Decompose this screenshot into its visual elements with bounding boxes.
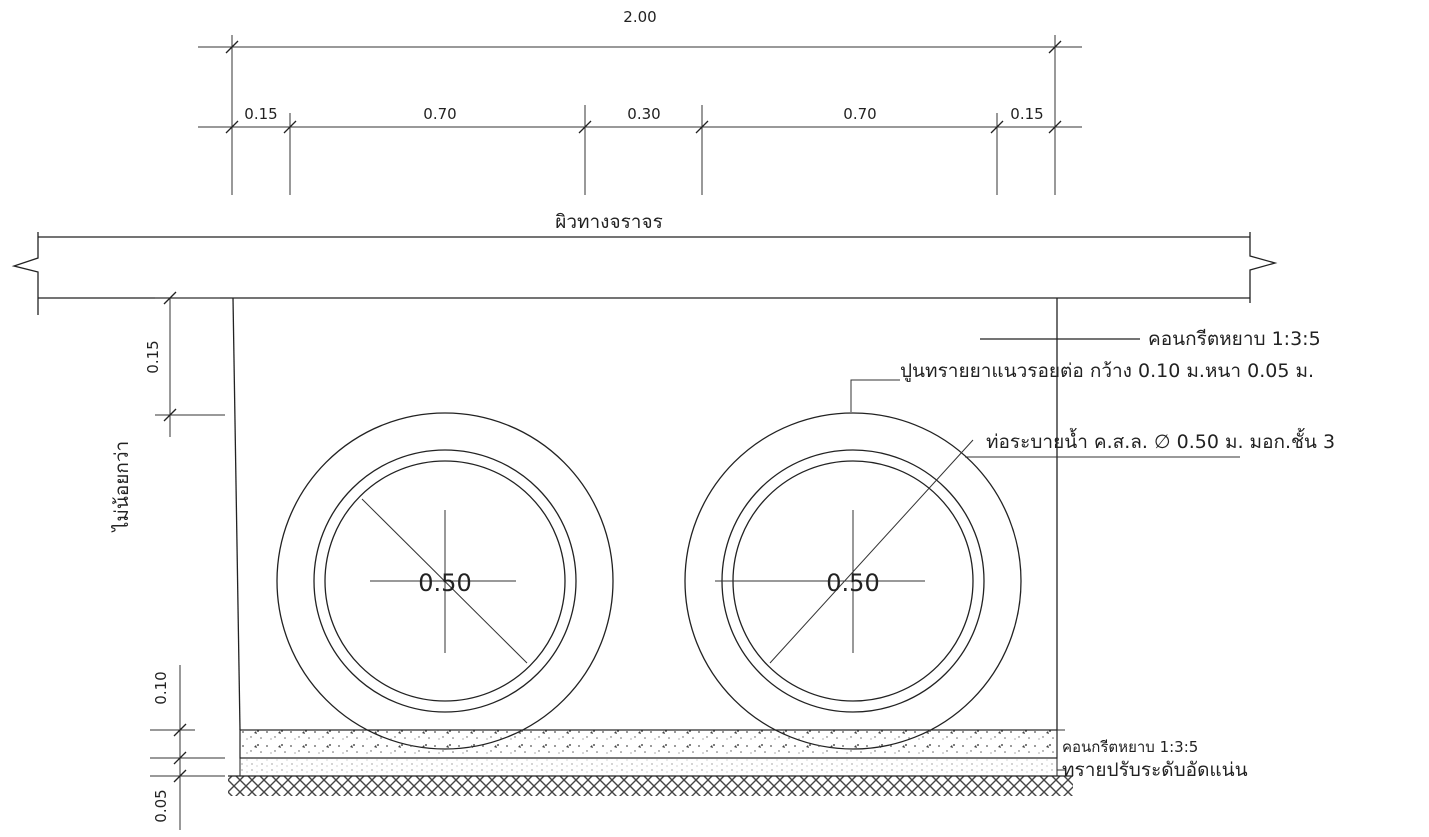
note-sand-bedding: ทรายปรับระดับอัดแน่น — [1062, 759, 1248, 781]
pipe-right: 0.50 — [684, 412, 1022, 750]
dim-left-mid: 0.10 — [152, 671, 170, 704]
callouts: คอนกรีตหยาบ 1:3:5 ปูนทรายยาแนวรอยต่อ กว้… — [850, 328, 1335, 781]
note-concrete-base: คอนกรีตหยาบ 1:3:5 — [1062, 738, 1198, 756]
pipe-left-diameter-label: 0.50 — [418, 569, 471, 597]
trench-outline — [232, 297, 1140, 731]
pipe-left: 0.50 — [276, 412, 614, 750]
note-concrete-top: คอนกรีตหยาบ 1:3:5 — [1148, 328, 1321, 350]
dim-segment-3: 0.30 — [627, 105, 660, 123]
dim-segment-4: 0.70 — [843, 105, 876, 123]
road-surface: ผิวทางจราจร — [11, 211, 1278, 315]
min-depth-label: ไม่น้อยกว่า — [111, 441, 133, 533]
dim-segment-5: 0.15 — [1010, 105, 1043, 123]
top-dimensions: 2.00 0.15 0.70 0.30 0.70 0.15 — [198, 8, 1082, 195]
road-surface-label: ผิวทางจราจร — [555, 211, 663, 233]
bedding-layers — [228, 729, 1073, 796]
dim-left-bottom: 0.05 — [152, 789, 170, 822]
dim-overall: 2.00 — [623, 8, 656, 26]
pipe-right-diameter-label: 0.50 — [826, 569, 879, 597]
dim-segment-1: 0.15 — [244, 105, 277, 123]
left-dimensions: 0.15 ไม่น้อยกว่า 0.10 0.05 — [111, 291, 225, 830]
dim-left-top: 0.15 — [144, 340, 162, 373]
note-pipe-spec: ท่อระบายน้ำ ค.ส.ล. ∅ 0.50 ม. มอก.ชั้น 3 — [986, 428, 1335, 453]
note-joint-mortar: ปูนทรายยาแนวรอยต่อ กว้าง 0.10 ม.หนา 0.05… — [900, 360, 1314, 382]
dim-segment-2: 0.70 — [423, 105, 456, 123]
